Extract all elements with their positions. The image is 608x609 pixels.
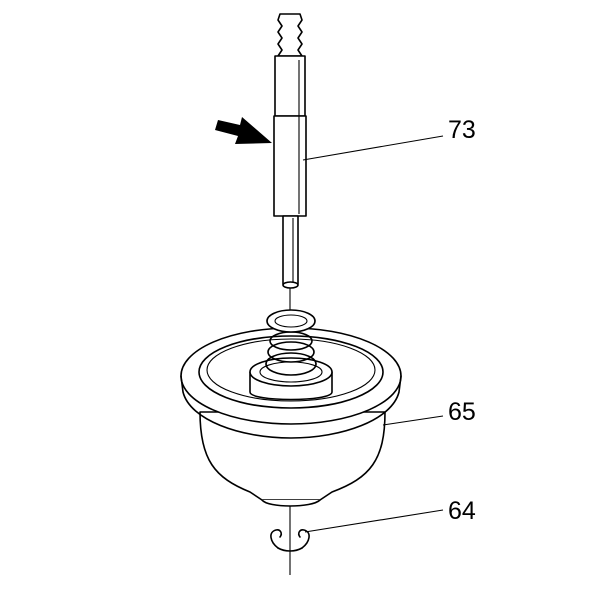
callout-label-73: 73: [448, 116, 476, 144]
valve-rod-part: [273, 13, 307, 289]
housing-part: [180, 309, 402, 507]
arrow-right-down-icon: [215, 117, 272, 144]
leader-line-65: [382, 415, 444, 426]
callout-label-65: 65: [448, 398, 476, 426]
callout-label-64: 64: [448, 497, 476, 525]
retaining-clip-part: [270, 529, 310, 552]
leader-line-73: [302, 135, 444, 161]
leader-line-64: [304, 509, 444, 533]
